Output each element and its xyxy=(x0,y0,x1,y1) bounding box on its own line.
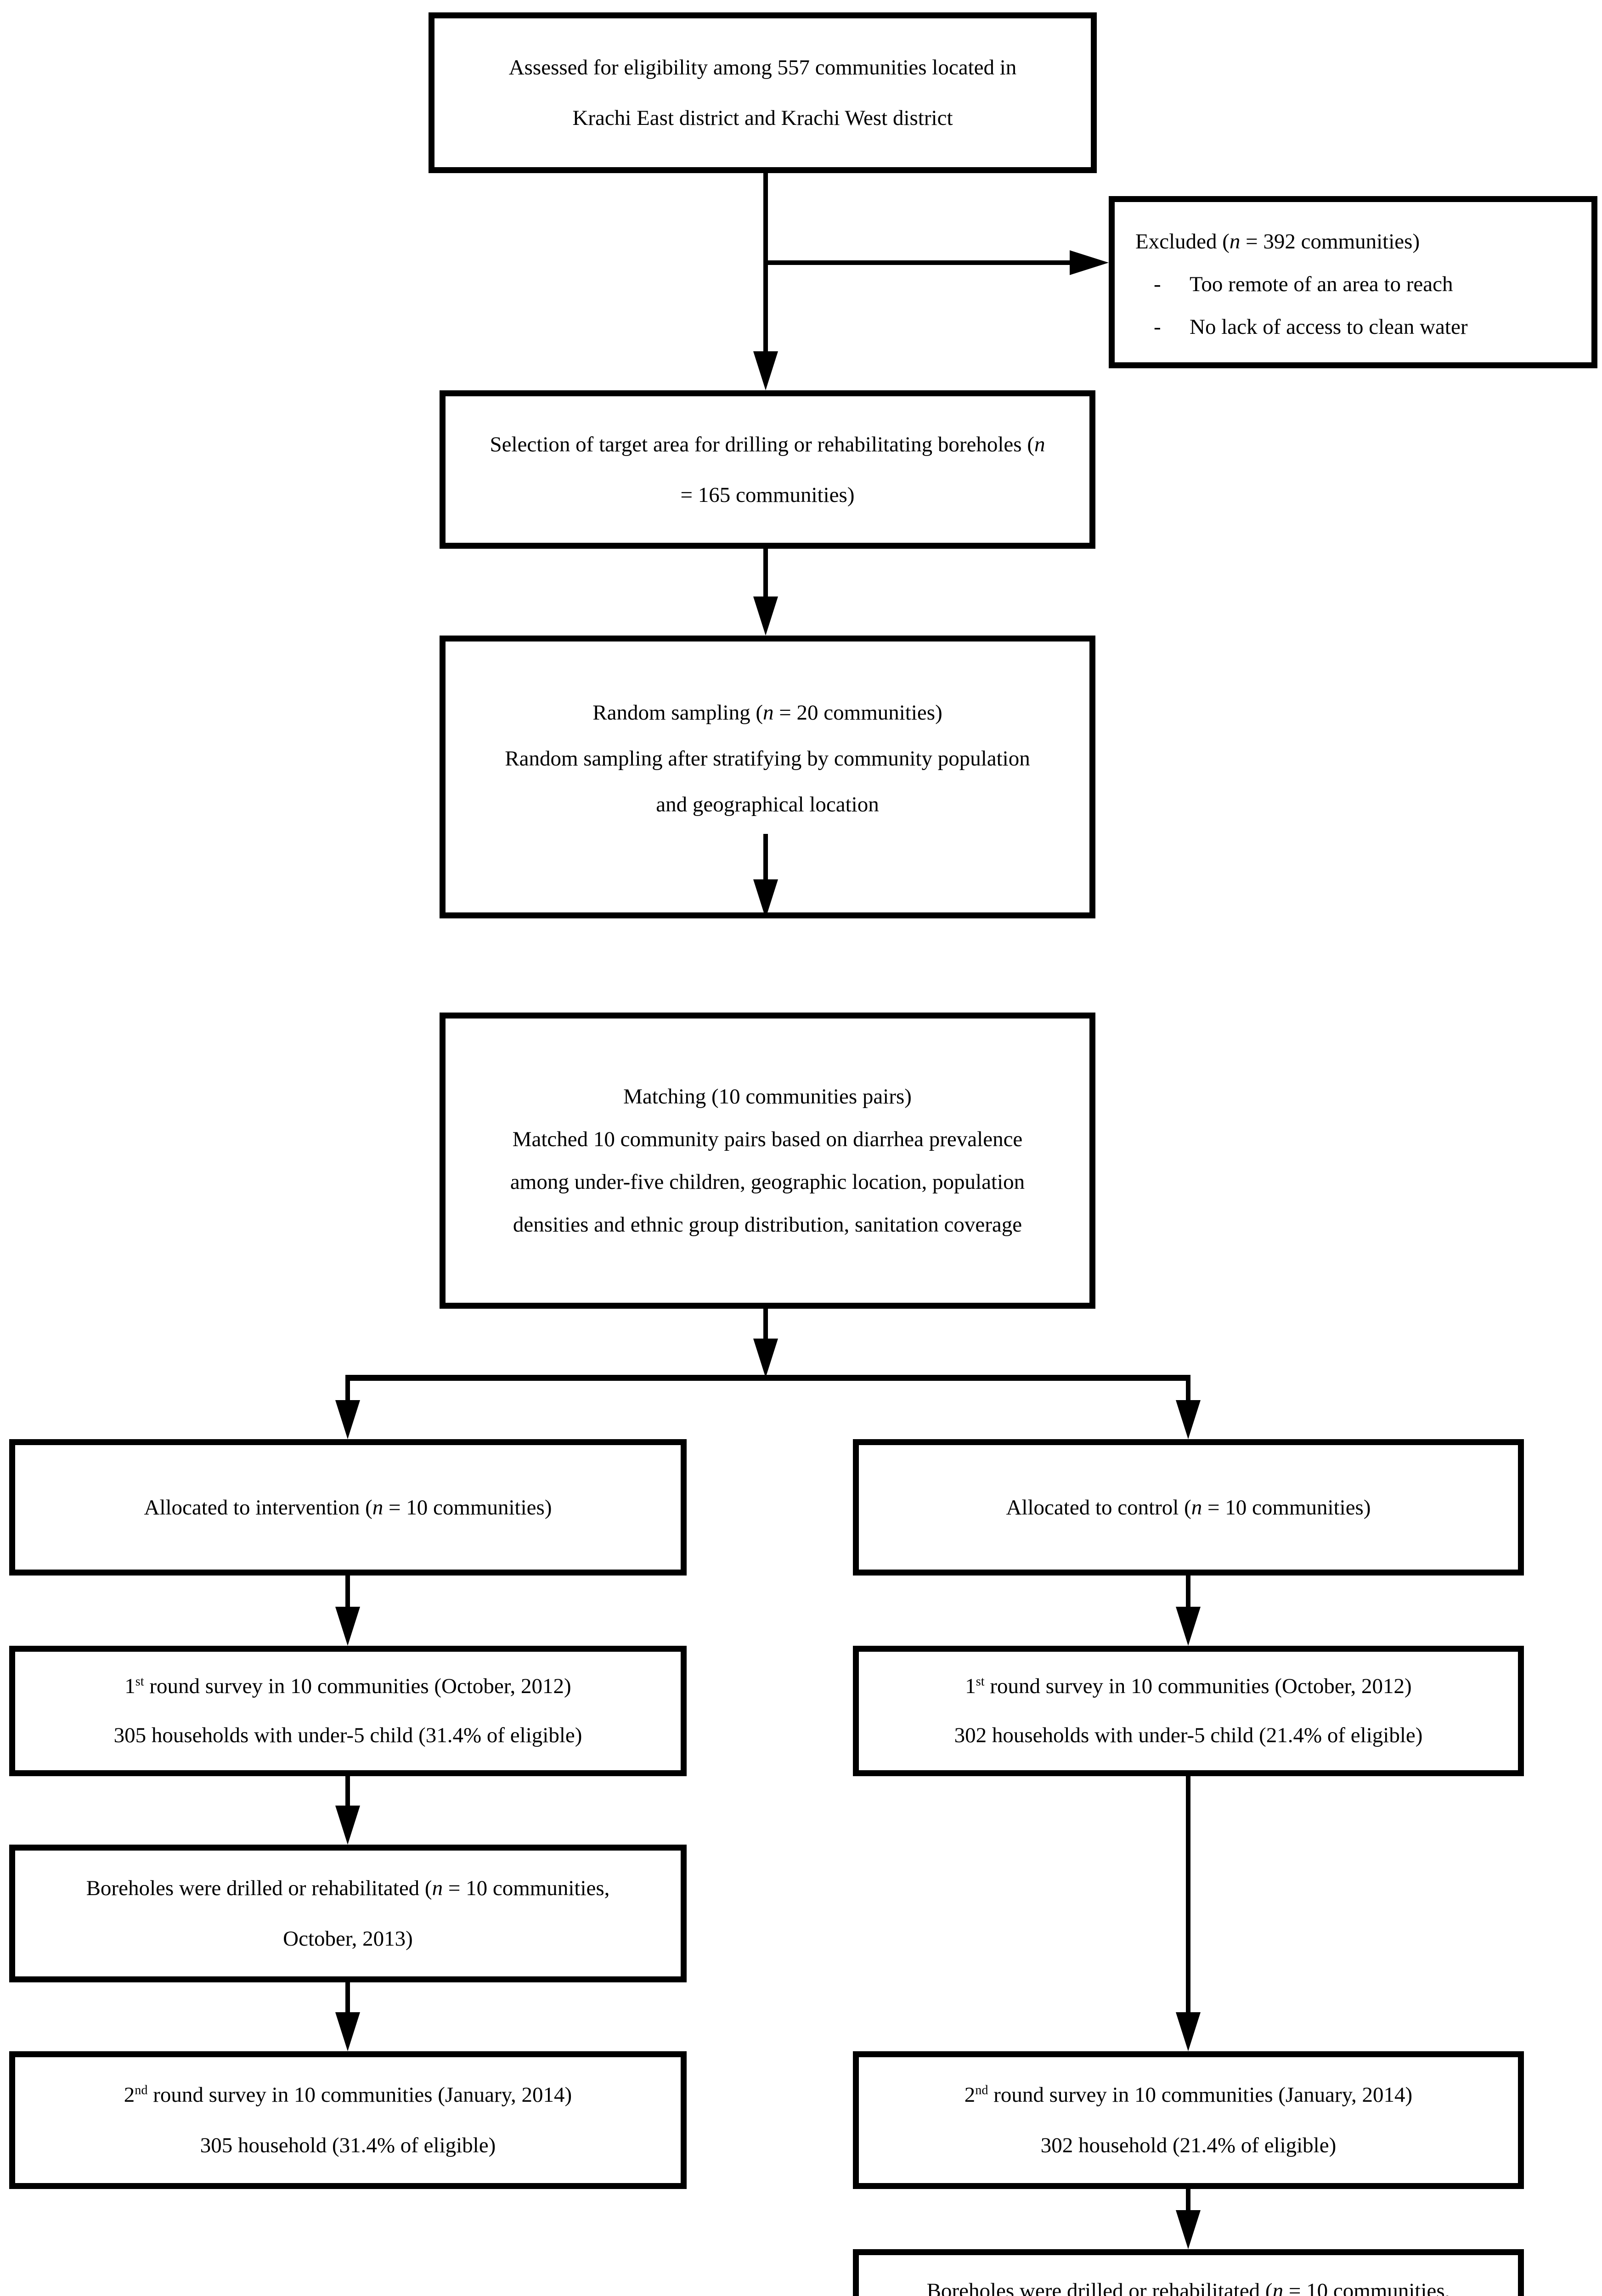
box-line: 302 households with under-5 child (21.4%… xyxy=(954,1723,1423,1747)
allocated-intervention-box: Allocated to intervention (n = 10 commun… xyxy=(9,1439,687,1576)
arrowhead-down-icon xyxy=(335,1607,360,1646)
box-line: Matching (10 communities pairs) xyxy=(623,1084,912,1109)
box-line: Matched 10 community pairs based on diar… xyxy=(512,1127,1023,1151)
arrowhead-down-icon xyxy=(335,1806,360,1845)
box-line: = 165 communities) xyxy=(680,483,855,507)
box-line: among under-five children, geographic lo… xyxy=(510,1170,1025,1194)
arrowhead-down-icon xyxy=(1176,2210,1201,2249)
connector-matching-to-branch-line xyxy=(763,1309,768,1348)
allocation-branch-bar xyxy=(345,1375,1190,1381)
assessed-eligibility-box: Assessed for eligibility among 557 commu… xyxy=(429,12,1097,173)
connector-branch-to-intervention-line xyxy=(345,1381,350,1408)
first-round-survey-intervention-box: 1st round survey in 10 communities (Octo… xyxy=(9,1646,687,1776)
box-line: 302 household (21.4% of eligible) xyxy=(1040,2133,1337,2157)
box-line: 2nd round survey in 10 communities (Janu… xyxy=(124,2083,572,2107)
boreholes-drilled-control-box: Boreholes were drilled or rehabilitated … xyxy=(853,2249,1524,2296)
box-line: Random sampling (n = 20 communities) xyxy=(592,701,942,725)
box-line: Assessed for eligibility among 557 commu… xyxy=(508,56,1017,79)
boreholes-drilled-intervention-box: Boreholes were drilled or rehabilitated … xyxy=(9,1845,687,1982)
box-line: 2nd round survey in 10 communities (Janu… xyxy=(964,2083,1413,2107)
excluded-bullet-item: - No lack of access to clean water xyxy=(1135,306,1467,349)
connector-alloc-to-survey1-control-line xyxy=(1186,1576,1190,1617)
box-line: Krachi East district and Krachi West dis… xyxy=(572,106,953,130)
connector-selection-to-random-line xyxy=(763,549,768,604)
excluded-bullet-item: - Too remote of an area to reach xyxy=(1135,263,1453,306)
box-line: densities and ethnic group distribution,… xyxy=(513,1212,1022,1237)
arrowhead-down-icon xyxy=(335,1400,360,1439)
second-round-survey-control-box: 2nd round survey in 10 communities (Janu… xyxy=(853,2051,1524,2189)
box-line: and geographical location xyxy=(656,793,879,816)
arrowhead-down-icon xyxy=(335,2012,360,2051)
matching-box: Matching (10 communities pairs) Matched … xyxy=(440,1013,1095,1309)
arrowhead-down-icon xyxy=(1176,1607,1201,1646)
bullet-text: Too remote of an area to reach xyxy=(1190,272,1453,296)
box-line: 305 households with under-5 child (31.4%… xyxy=(113,1723,582,1747)
box-line: 305 household (31.4% of eligible) xyxy=(200,2133,496,2157)
arrowhead-down-icon xyxy=(1176,1400,1201,1439)
box-line: 1st round survey in 10 communities (Octo… xyxy=(124,1674,571,1698)
box-line: Boreholes were drilled or rehabilitated … xyxy=(86,1876,610,1900)
second-round-survey-intervention-box: 2nd round survey in 10 communities (Janu… xyxy=(9,2051,687,2189)
box-line: Allocated to control (n = 10 communities… xyxy=(1006,1495,1371,1519)
bullet-dash: - xyxy=(1154,272,1161,296)
connector-survey1-to-boreholes-intervention-line xyxy=(345,1776,350,1815)
arrowhead-down-icon xyxy=(753,597,778,636)
bullet-dash: - xyxy=(1154,315,1161,339)
box-line: October, 2013) xyxy=(283,1927,413,1951)
allocated-control-box: Allocated to control (n = 10 communities… xyxy=(853,1439,1524,1576)
arrowhead-right-icon xyxy=(1070,250,1109,275)
connector-boreholes-to-survey2-intervention-line xyxy=(345,1982,350,2024)
target-area-selection-box: Selection of target area for drilling or… xyxy=(440,390,1095,549)
first-round-survey-control-box: 1st round survey in 10 communities (Octo… xyxy=(853,1646,1524,1776)
arrowhead-down-icon xyxy=(753,351,778,390)
arrowhead-down-icon xyxy=(1176,2012,1201,2051)
connector-branch-to-control-line xyxy=(1186,1381,1190,1408)
box-line: Random sampling after stratifying by com… xyxy=(505,747,1030,771)
box-line: 1st round survey in 10 communities (Octo… xyxy=(965,1674,1412,1698)
excluded-box: Excluded (n = 392 communities) - Too rem… xyxy=(1109,196,1597,368)
connector-survey2-to-boreholes-control-line xyxy=(1186,2189,1190,2223)
excluded-title: Excluded (n = 392 communities) xyxy=(1135,230,1420,253)
connector-survey1-to-survey2-control-line xyxy=(1186,1776,1190,2024)
bullet-text: No lack of access to clean water xyxy=(1190,315,1468,339)
box-line: Selection of target area for drilling or… xyxy=(490,432,1045,456)
connector-random-to-matching-line xyxy=(763,834,768,887)
connector-assessed-to-selection-line xyxy=(763,173,768,367)
box-line: Allocated to intervention (n = 10 commun… xyxy=(144,1495,552,1519)
connector-to-excluded-line xyxy=(763,260,1075,265)
connector-alloc-to-survey1-intervention-line xyxy=(345,1576,350,1617)
box-line: Boreholes were drilled or rehabilitated … xyxy=(926,2279,1450,2296)
arrowhead-down-icon xyxy=(753,1339,778,1378)
arrowhead-down-icon xyxy=(753,879,778,918)
